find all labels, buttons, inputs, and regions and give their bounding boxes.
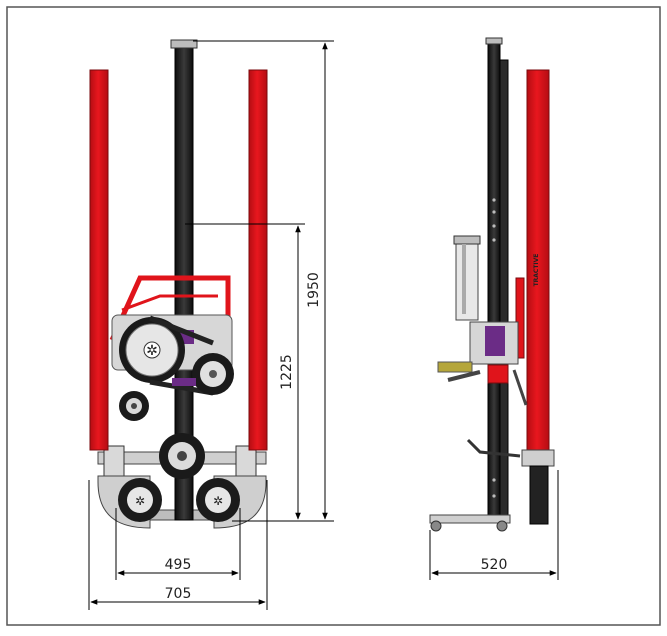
side-clamp	[521, 449, 555, 467]
column-cap	[170, 39, 198, 49]
secondary-wheel	[192, 353, 234, 395]
dim-705-label: 705	[165, 586, 192, 602]
dimension-lines	[88, 40, 559, 610]
svg-text:✲: ✲	[146, 343, 158, 359]
center-wheel	[159, 433, 205, 479]
brand-mark: TRACTIVE	[533, 254, 540, 287]
side-column	[487, 41, 501, 518]
front-view: ✲ ✲	[89, 39, 268, 529]
dim-1225-label: 1225	[279, 354, 295, 390]
side-chain	[529, 465, 549, 525]
main-drive-wheel: ✲	[119, 317, 185, 383]
side-view: TRACTIVE	[429, 37, 555, 532]
clamp-block	[172, 378, 196, 386]
small-wheel	[119, 391, 149, 421]
side-base	[429, 514, 511, 524]
right-base-wheel: ✲	[196, 475, 267, 529]
dim-520-label: 520	[481, 557, 508, 573]
dim-495-label: 495	[165, 557, 192, 573]
svg-text:✲: ✲	[213, 494, 223, 508]
dim-1950-label: 1950	[306, 272, 322, 308]
left-red-leg	[89, 69, 109, 451]
side-cylinder	[455, 239, 479, 321]
left-base-wheel: ✲	[97, 475, 162, 529]
right-red-leg	[248, 69, 268, 451]
svg-text:✲: ✲	[135, 494, 145, 508]
